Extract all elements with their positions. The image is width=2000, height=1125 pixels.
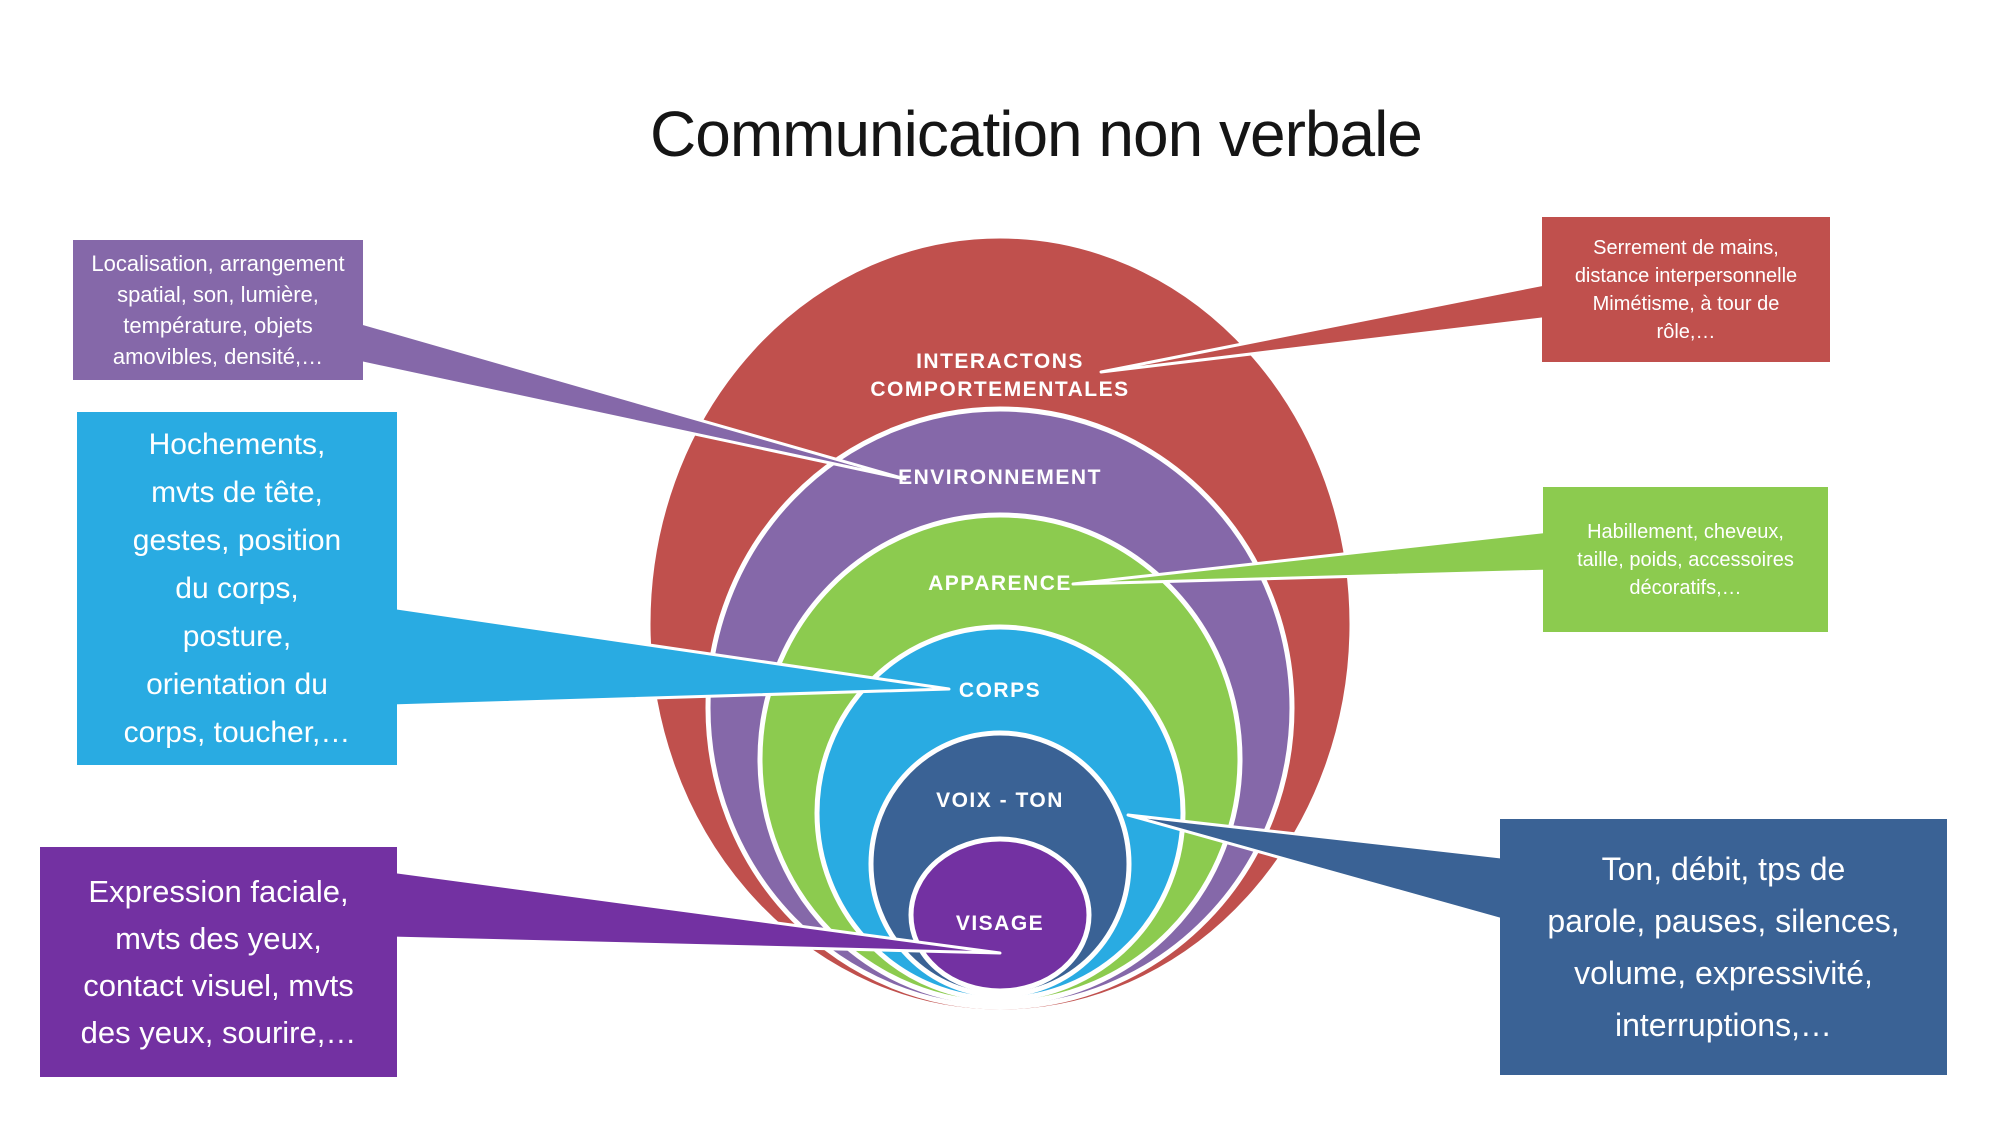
visage-callout-box: Expression faciale, mvts des yeux, conta… — [40, 847, 397, 1077]
ring-label-interactions-line1: INTERACTONS — [916, 350, 1084, 373]
ring-label-environnement: ENVIRONNEMENT — [898, 466, 1102, 489]
ring-label-interactions-line2: COMPORTEMENTALES — [870, 378, 1129, 401]
corps-callout-box: Hochements, mvts de tête, gestes, positi… — [77, 412, 397, 765]
ring-label-voix-ton: VOIX - TON — [936, 789, 1064, 812]
page-title: Communication non verbale — [650, 98, 1423, 170]
apparence-callout-box: Habillement, cheveux, taille, poids, acc… — [1543, 487, 1828, 632]
voix-ton-callout-box: Ton, débit, tps de parole, pauses, silen… — [1500, 819, 1947, 1075]
interactions-callout-box: Serrement de mains, distance interperson… — [1542, 217, 1830, 362]
ring-label-visage: VISAGE — [956, 912, 1044, 935]
environnement-callout-box: Localisation, arrangement spatial, son, … — [73, 240, 363, 380]
ring-label-corps: CORPS — [959, 679, 1041, 702]
ring-label-apparence: APPARENCE — [928, 572, 1072, 595]
